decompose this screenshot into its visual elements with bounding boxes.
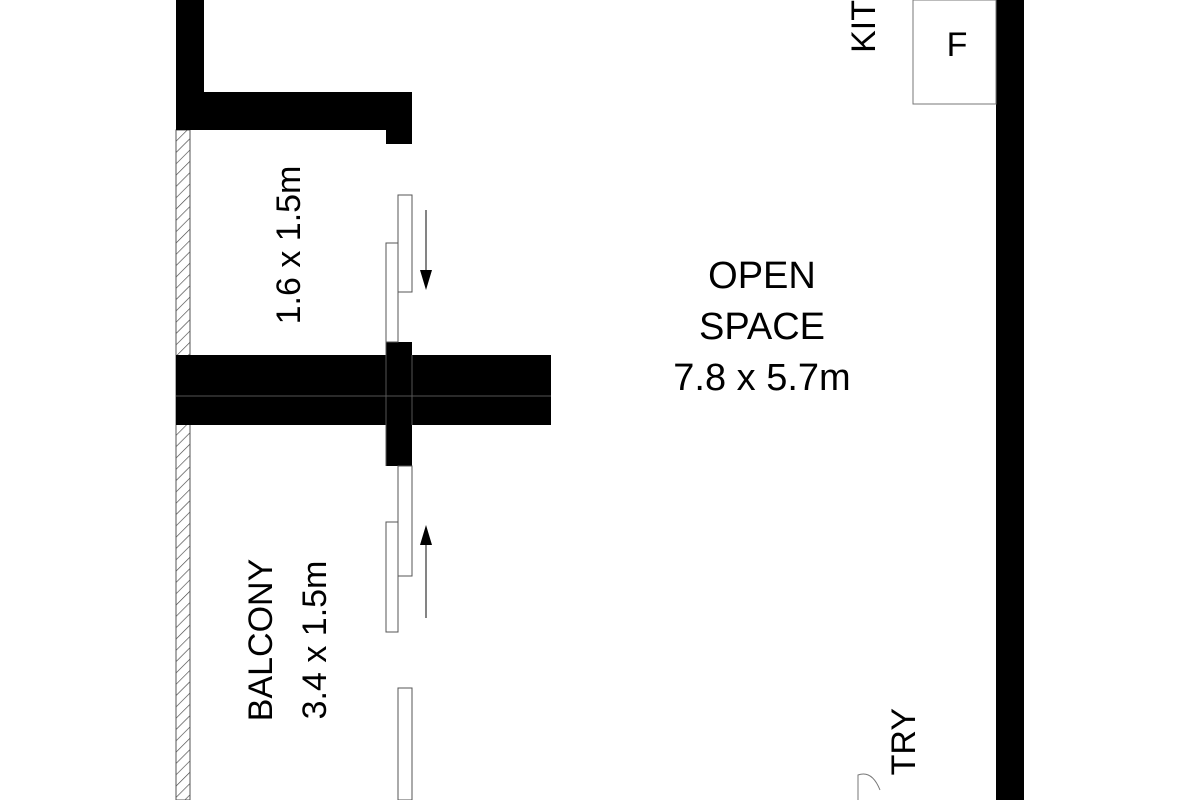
balcony-railing bbox=[175, 129, 191, 800]
upper-balcony-size: 1.6 x 1.5m bbox=[270, 166, 308, 325]
entry-door-icon bbox=[857, 773, 881, 800]
fridge-label: F bbox=[947, 26, 968, 64]
balcony-size: 3.4 x 1.5m bbox=[296, 561, 334, 720]
wall-upper-stub bbox=[386, 92, 412, 144]
balcony-name: BALCONY bbox=[242, 559, 280, 722]
entry-label: TRY bbox=[885, 708, 923, 775]
kitchen-label: KIT bbox=[845, 0, 883, 53]
open-space-name-line1: OPEN bbox=[708, 255, 816, 297]
sliding-door-upper bbox=[385, 194, 413, 343]
sliding-arrow-up bbox=[420, 525, 432, 618]
wall-middle-column bbox=[386, 342, 412, 466]
wall-right-exterior bbox=[996, 0, 1024, 800]
sliding-arrow-down bbox=[420, 210, 432, 290]
walls bbox=[176, 0, 1024, 800]
wall-middle-horizontal bbox=[176, 355, 551, 425]
sliding-door-lower bbox=[385, 465, 413, 800]
fridge-box bbox=[912, 0, 997, 105]
wall-upper-horizontal bbox=[176, 92, 412, 130]
open-space-size: 7.8 x 5.7m bbox=[673, 357, 850, 399]
open-space-name-line2: SPACE bbox=[699, 306, 825, 348]
